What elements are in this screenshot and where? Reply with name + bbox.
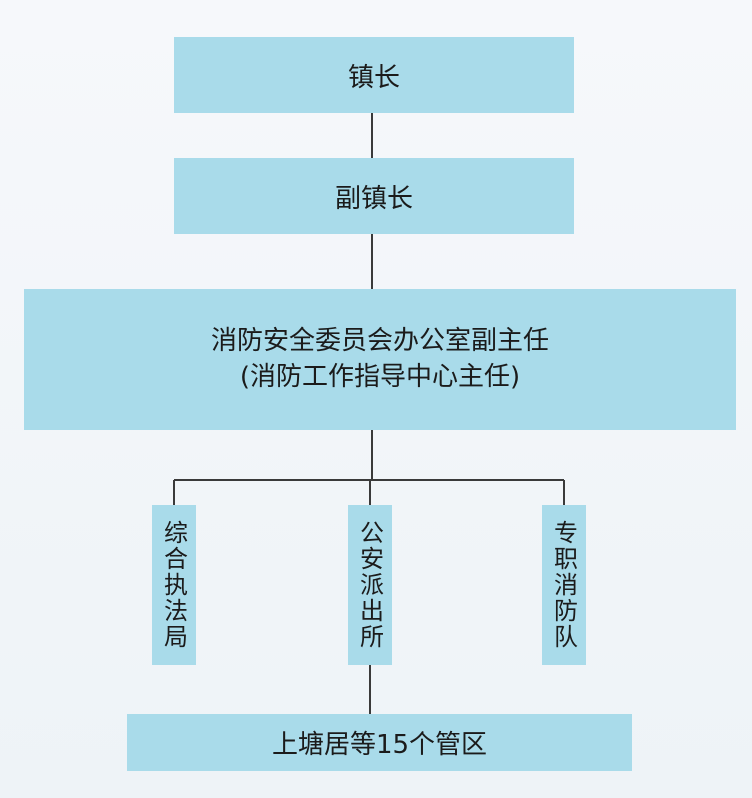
node-town-mayor: 镇长	[174, 37, 574, 113]
node-fire-safety-office: 消防安全委员会办公室副主任 (消防工作指导中心主任)	[24, 289, 736, 430]
node-management-districts-label: 上塘居等15个管区	[271, 730, 488, 760]
node-comprehensive-law-enforcement: 综合执法局	[152, 505, 196, 665]
node-management-districts: 上塘居等15个管区	[127, 714, 632, 771]
node-comprehensive-law-enforcement-label: 综合执法局	[159, 520, 188, 650]
node-police-station: 公安派出所	[348, 505, 392, 665]
node-police-station-label: 公安派出所	[355, 520, 384, 650]
node-fire-brigade-label: 专职消防队	[549, 520, 578, 650]
node-town-mayor-label: 镇长	[347, 62, 400, 93]
node-deputy-mayor: 副镇长	[174, 158, 574, 234]
node-fire-brigade: 专职消防队	[542, 505, 586, 665]
node-fire-safety-office-title: 消防安全委员会办公室副主任	[210, 326, 549, 357]
node-fire-safety-office-subtitle: (消防工作指导中心主任)	[239, 361, 521, 392]
node-deputy-mayor-label: 副镇长	[334, 183, 413, 214]
